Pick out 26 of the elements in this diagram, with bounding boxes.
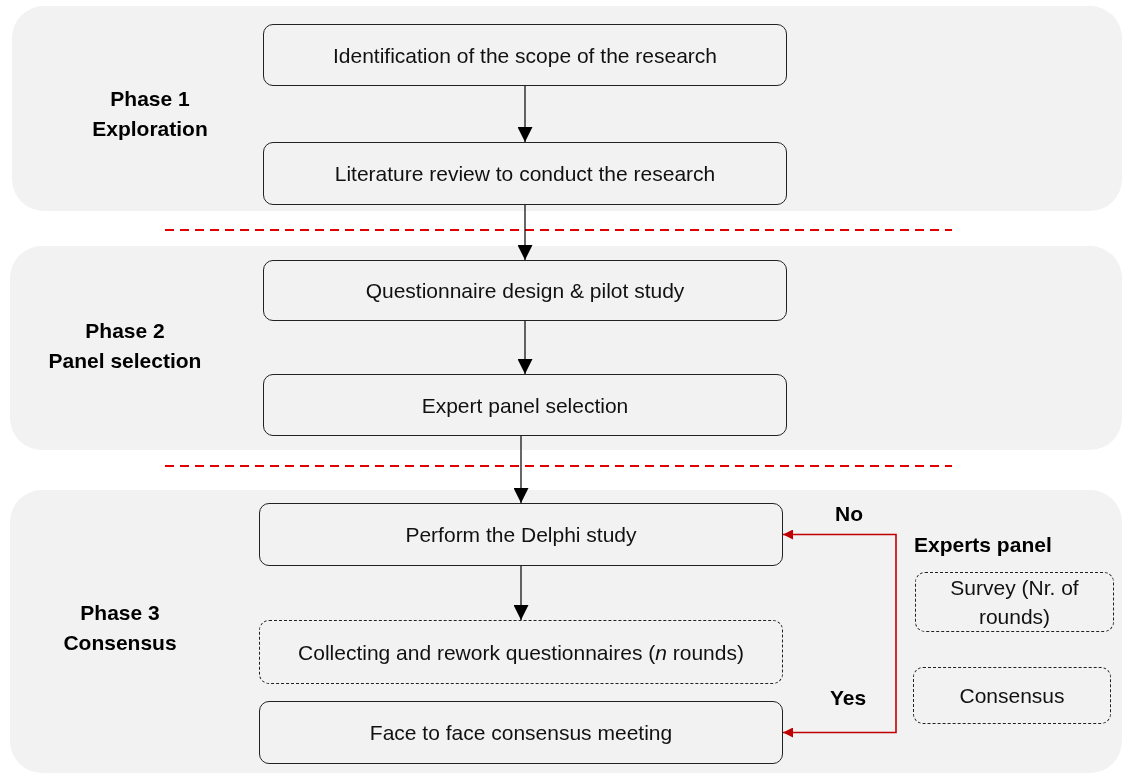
arrow [517,204,533,261]
group-heading: Experts panel [914,532,1052,558]
phase-heading: Phase 3 [79,600,161,626]
arrow [517,320,533,375]
process-box: Expert panel selection [263,374,787,436]
arrow [513,435,529,504]
phase-band [10,490,1122,773]
phase-heading: Phase 2 [84,318,166,344]
arrow [782,529,897,641]
process-box: Questionnaire design & pilot study [263,260,787,321]
process-box: Consensus [913,667,1111,724]
arrow [513,565,529,621]
process-box: Identification of the scope of the research [263,24,787,86]
process-box: Collecting and rework questionnaires (n rounds) [259,620,783,684]
arrow [517,85,533,143]
process-box: Literature review to conduct the research [263,142,787,205]
process-box: Perform the Delphi study [259,503,783,566]
phase-heading: Exploration [91,116,209,142]
process-box: Face to face consensus meeting [259,701,783,764]
arrow [782,639,897,738]
phase-band [12,6,1122,211]
phase-heading: Panel selection [47,348,203,374]
process-box: Survey (Nr. of rounds) [915,572,1114,632]
phase-heading: Phase 1 [109,86,191,112]
phase-band [10,246,1122,450]
phase-heading: Consensus [62,630,178,656]
